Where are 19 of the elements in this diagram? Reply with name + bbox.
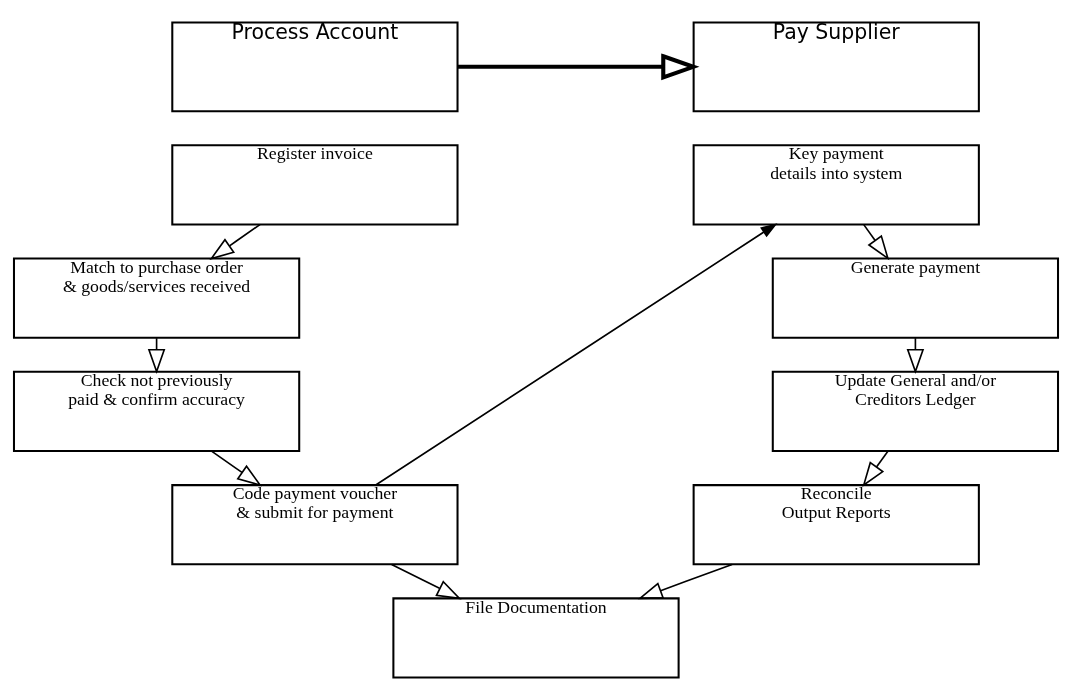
node-box: File Documentation <box>392 596 680 679</box>
arrow <box>210 449 263 486</box>
node-box: Match to purchase order & goods/services received <box>12 257 301 339</box>
node-box: Reconcile Output Reports <box>692 483 980 565</box>
node-box: Code payment voucher & submit for payment <box>171 483 459 565</box>
node-box: Check not previously paid & confirm accuracy <box>12 370 301 452</box>
arrow <box>863 223 890 260</box>
arrow <box>374 222 778 486</box>
node-box: Process Account <box>171 20 459 112</box>
arrow <box>209 223 261 260</box>
arrow <box>862 450 889 487</box>
node-box: Register invoice <box>171 143 459 225</box>
arrow <box>390 563 462 599</box>
node-box: Update General and/or Creditors Ledger <box>771 370 1060 452</box>
node-box: Key payment details into system <box>692 143 980 225</box>
node-box: Generate payment <box>771 257 1060 339</box>
arrow <box>458 52 700 80</box>
arrow <box>637 563 733 599</box>
node-box: Pay Supplier <box>692 20 980 112</box>
